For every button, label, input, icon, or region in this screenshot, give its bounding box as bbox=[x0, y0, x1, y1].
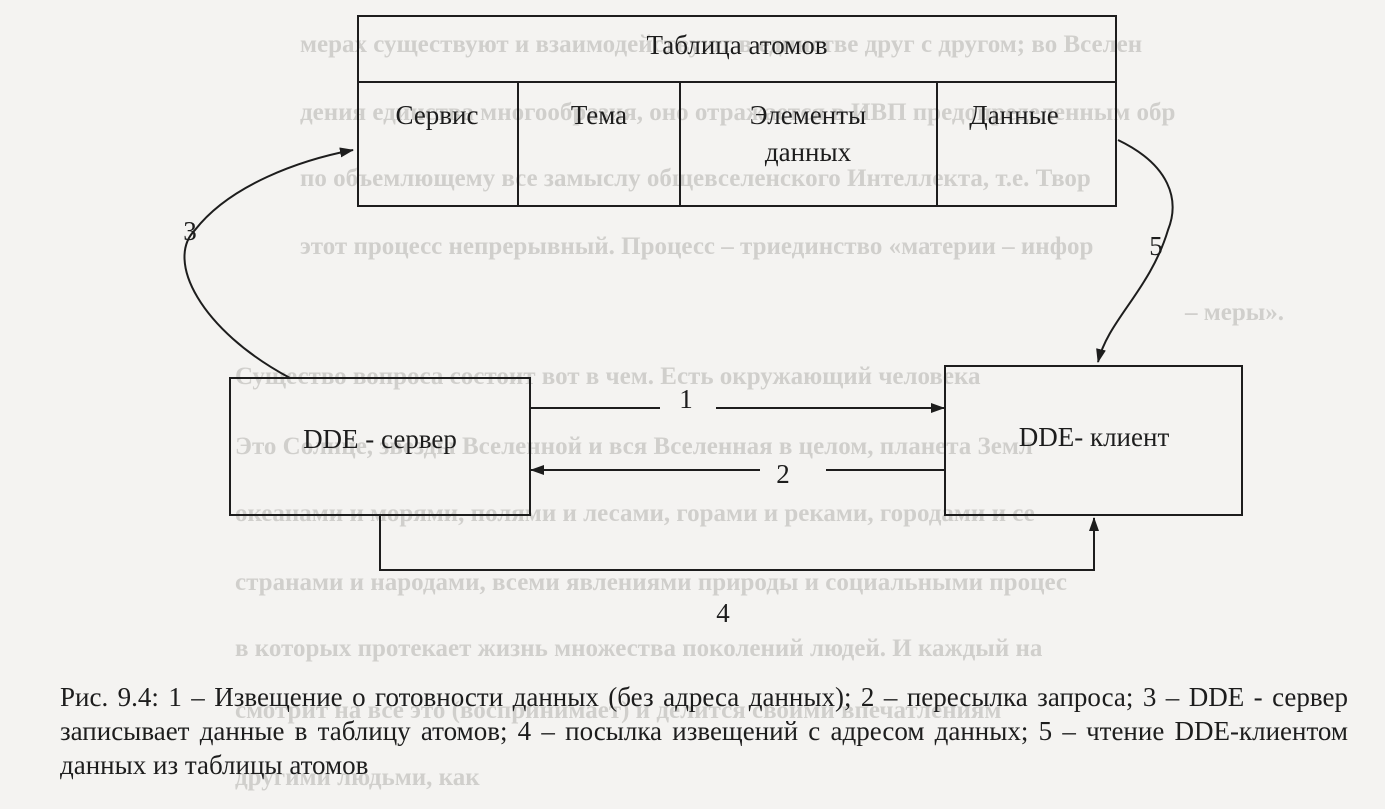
atom-table-column-items-line2: данных bbox=[765, 137, 852, 167]
arrow-1: 1 bbox=[530, 384, 945, 414]
arrow-4-label: 4 bbox=[716, 598, 730, 628]
bg-line: Это Солнце, звезды Вселенной и вся Вселе… bbox=[235, 433, 1033, 460]
bg-line: в которых протекает жизнь множества поко… bbox=[235, 635, 1043, 662]
bg-line: другими людьми, как bbox=[235, 764, 480, 791]
arrow-1-label: 1 bbox=[679, 384, 693, 414]
atom-table-column-topic: Тема bbox=[571, 100, 627, 130]
arrow-4: 4 bbox=[379, 515, 1099, 628]
dde-server-label: DDE - сервер bbox=[303, 424, 457, 454]
bg-line: – меры». bbox=[1184, 299, 1284, 326]
bg-line: этот процесс непрерывный. Процесс – трие… bbox=[300, 233, 1093, 260]
atom-table-border bbox=[357, 15, 1117, 207]
bg-line: океанами и морями, полями и лесами, гора… bbox=[235, 500, 1035, 527]
arrow-5-curve bbox=[1096, 139, 1174, 363]
atom-table-column-service: Сервис bbox=[395, 100, 478, 130]
arrow-5-label: 5 bbox=[1149, 231, 1163, 261]
atom-table-column-items-line1: Элементы bbox=[750, 100, 866, 130]
background-show-through: мерах существуют и взаимодействуют в еди… bbox=[235, 31, 1284, 791]
bg-line: Существо вопроса состоит вот в чем. Есть… bbox=[235, 363, 981, 390]
bg-line: дения единства многообразия, оно отражае… bbox=[300, 99, 1175, 126]
arrow-3-label: 3 bbox=[183, 216, 197, 246]
dde-client-box bbox=[944, 365, 1243, 516]
dde-client-label: DDE- клиент bbox=[1019, 422, 1170, 452]
arrow-2-label: 2 bbox=[776, 459, 790, 489]
bg-line: по объемлющему все замыслу общевселенско… bbox=[300, 165, 1091, 192]
figure-caption: Рис. 9.4: 1 – Извещение о готовности дан… bbox=[60, 682, 1348, 780]
bg-line: смотрит на все это (воспринимает) и дели… bbox=[235, 697, 1001, 724]
arrow-3: 3 bbox=[183, 147, 354, 379]
atom-table-title: Таблица атомов bbox=[646, 30, 827, 60]
arrow-2: 2 bbox=[530, 459, 944, 489]
arrow-3-curve bbox=[183, 147, 354, 379]
atom-table bbox=[357, 15, 1117, 207]
arrow-4-line bbox=[379, 515, 1099, 571]
bg-line: странами и народами, всеми явлениями при… bbox=[235, 569, 1067, 596]
arrow-5: 5 bbox=[1096, 139, 1174, 363]
bg-line: мерах существуют и взаимодействуют в еди… bbox=[300, 31, 1142, 58]
atom-table-column-data: Данные bbox=[969, 100, 1058, 130]
